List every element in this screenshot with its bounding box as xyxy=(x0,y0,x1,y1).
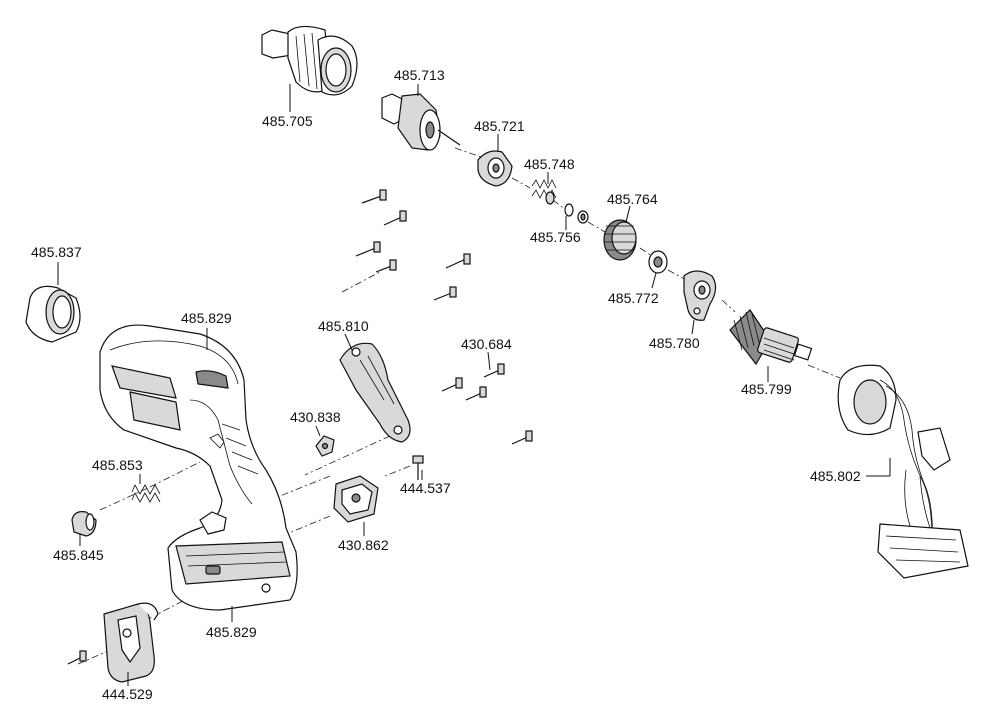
label-485-772: 485.772 xyxy=(608,290,659,306)
part-labels: 485.705 485.713 485.721 485.748 485.756 … xyxy=(31,67,861,702)
ring-icon xyxy=(25,285,81,343)
label-485-713: 485.713 xyxy=(394,67,445,83)
bracket-icon xyxy=(683,270,717,321)
gear-icon xyxy=(603,219,637,261)
label-485-799: 485.799 xyxy=(741,381,792,397)
spring-icon xyxy=(531,179,557,205)
screw-icon xyxy=(355,189,471,301)
housing-icon xyxy=(99,324,298,611)
spindle-icon xyxy=(381,93,461,151)
screw-icon xyxy=(412,455,424,480)
label-485-705: 485.705 xyxy=(262,113,313,129)
label-430-838: 430.838 xyxy=(290,409,341,425)
clutch-cam-icon xyxy=(477,150,513,187)
switch-module-icon xyxy=(837,364,969,579)
label-485-853: 485.853 xyxy=(92,457,143,473)
armature-icon xyxy=(729,309,813,366)
label-485-721: 485.721 xyxy=(474,118,525,134)
label-444-529: 444.529 xyxy=(102,686,153,702)
label-485-829-top: 485.829 xyxy=(181,310,232,326)
button-cap-icon xyxy=(71,511,97,537)
label-485-845: 485.845 xyxy=(53,547,104,563)
bearing-icon xyxy=(648,250,668,274)
belt-clip-icon xyxy=(67,602,159,683)
label-485-837: 485.837 xyxy=(31,244,82,260)
label-444-537: 444.537 xyxy=(400,480,451,496)
nut-icon xyxy=(315,435,335,457)
label-485-756: 485.756 xyxy=(530,229,581,245)
spring-icon xyxy=(131,484,161,503)
label-430-862: 430.862 xyxy=(338,537,389,553)
drill-chuck-icon xyxy=(261,25,358,96)
label-485-764: 485.764 xyxy=(607,191,658,207)
label-485-802: 485.802 xyxy=(810,468,861,484)
label-430-684: 430.684 xyxy=(461,336,512,352)
screw-icon xyxy=(441,363,533,445)
terminal-block-icon xyxy=(333,475,379,523)
label-485-829-bottom: 485.829 xyxy=(206,624,257,640)
lever-icon xyxy=(339,342,411,443)
label-485-810: 485.810 xyxy=(318,318,369,334)
washer-icon xyxy=(564,203,589,224)
label-485-748: 485.748 xyxy=(524,156,575,172)
label-485-780: 485.780 xyxy=(649,335,700,351)
